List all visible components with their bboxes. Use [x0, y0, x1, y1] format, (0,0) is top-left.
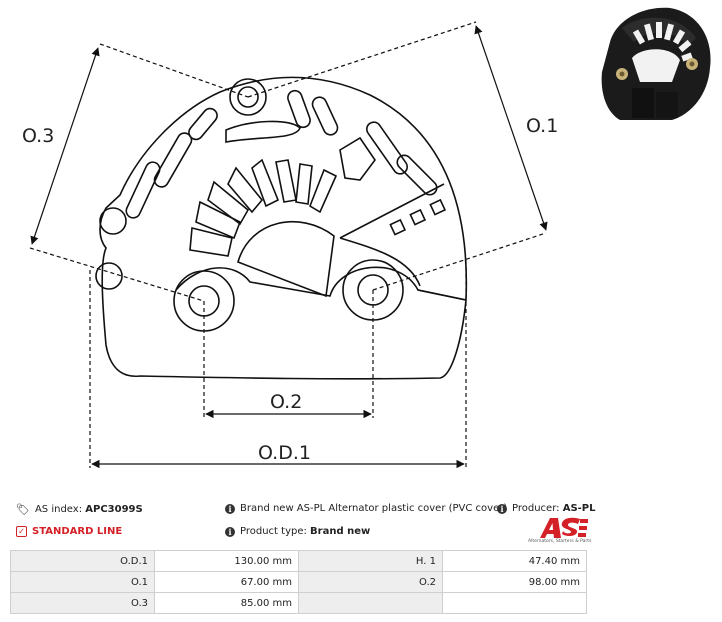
spec-label: O.3	[10, 592, 155, 614]
standard-line-row: ✓ STANDARD LINE	[16, 526, 122, 537]
technical-drawing: O.3 O.1 O.2 O.D.1	[22, 21, 558, 469]
description-text: Brand new AS-PL Alternator plastic cover…	[240, 503, 508, 514]
info-circle-icon: i	[497, 503, 507, 514]
cover-outline	[99, 76, 468, 380]
product-type-value: Brand new	[310, 526, 371, 537]
standard-line-label: STANDARD LINE	[32, 526, 123, 537]
spec-value: 85.00 mm	[154, 592, 299, 614]
radial-fins	[189, 158, 338, 298]
spec-value: 47.40 mm	[442, 550, 587, 572]
product-type-row: i Product type: Brand new	[225, 526, 370, 537]
top-mount-outer	[229, 78, 267, 116]
spec-value	[442, 592, 587, 614]
product-photo	[601, 7, 711, 120]
table-row: O.3 85.00 mm	[10, 592, 587, 614]
info-circle-icon: i	[225, 503, 235, 514]
dim-label-o3: O.3	[22, 125, 54, 147]
producer-row: i Producer: AS-PL	[497, 503, 596, 514]
spec-value: 67.00 mm	[154, 571, 299, 593]
spec-label: O.1	[10, 571, 155, 593]
dim-label-o2: O.2	[270, 391, 302, 413]
table-row: O.1 67.00 mm O.2 98.00 mm	[10, 571, 587, 593]
spec-label: H. 1	[298, 550, 443, 572]
dim-label-od1: O.D.1	[258, 442, 311, 464]
top-mount-inner	[237, 86, 259, 108]
connector-strip	[339, 183, 447, 287]
info-circle-icon: i	[225, 526, 235, 537]
tag-icon: 🏷︎	[16, 503, 30, 516]
small-hole-top-left	[99, 207, 127, 235]
spec-label: O.D.1	[10, 550, 155, 572]
brand-tagline: Alternators, Starters & Parts	[528, 539, 592, 544]
dimension-lines	[29, 21, 548, 469]
as-pl-logo	[540, 517, 588, 538]
as-index-row: 🏷︎ AS index: APC3099S	[16, 503, 143, 516]
spec-label	[298, 592, 443, 614]
as-index-value: APC3099S	[85, 504, 143, 515]
spec-value: 98.00 mm	[442, 571, 587, 593]
dim-label-o1: O.1	[526, 115, 558, 137]
description-row: i Brand new AS-PL Alternator plastic cov…	[225, 503, 507, 514]
producer-value: AS-PL	[562, 503, 596, 514]
spec-table: O.D.1 130.00 mm H. 1 47.40 mm O.1 67.00 …	[10, 550, 587, 614]
product-type-label: Product type:	[240, 526, 307, 537]
vent-slots	[125, 89, 438, 219]
as-index-label: AS index:	[34, 504, 83, 515]
spec-value: 130.00 mm	[154, 550, 299, 572]
small-hole-left	[95, 262, 123, 290]
spec-label: O.2	[298, 571, 443, 593]
producer-label: Producer:	[512, 503, 560, 514]
check-square-icon: ✓	[16, 526, 27, 537]
table-row: O.D.1 130.00 mm H. 1 47.40 mm	[10, 550, 587, 572]
